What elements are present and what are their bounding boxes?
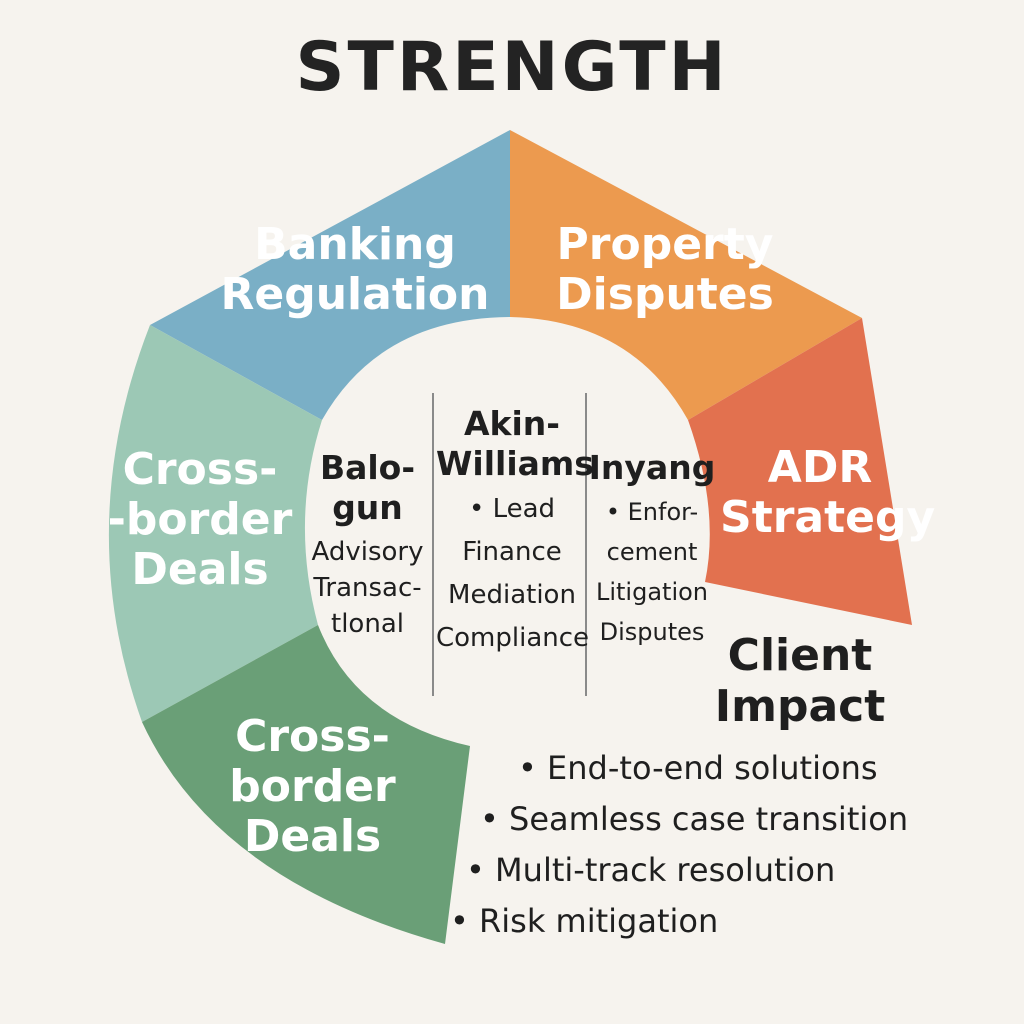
segment-banking-regulation bbox=[150, 130, 510, 420]
column-akin-williams: Akin- Williams • Lead Finance Mediation … bbox=[436, 404, 594, 660]
segment-cross-border-deals-lower bbox=[142, 625, 470, 944]
segment-label-property-disputes: Property Disputes bbox=[556, 219, 774, 320]
column-items: Advisory Transac- tlonal bbox=[311, 537, 424, 639]
column-name: Akin- Williams bbox=[436, 404, 594, 483]
segment-cross-border-deals-upper bbox=[108, 325, 322, 722]
segment-label-banking-regulation: Banking Regulation bbox=[220, 219, 490, 320]
diagram-title: STRENGTH bbox=[295, 28, 729, 107]
client-impact-title: Client Impact bbox=[714, 630, 886, 732]
column-balogun: Balo- gun Advisory Transac- tlonal bbox=[300, 448, 435, 642]
client-impact-bullet: • Seamless case transition bbox=[480, 800, 909, 838]
column-name: Balo- gun bbox=[319, 448, 416, 527]
segment-property-disputes bbox=[510, 130, 862, 420]
segment-label-adr-strategy: ADR Strategy bbox=[720, 442, 936, 543]
client-impact-bullet: • Risk mitigation bbox=[450, 902, 719, 940]
column-items: • Enfor- cement Litigation Disputes bbox=[595, 498, 709, 646]
client-impact-bullet: • Multi-track resolution bbox=[466, 851, 836, 889]
segment-label-cross-border-deals-lower: Cross- border Deals bbox=[229, 711, 396, 862]
column-inyang: Inyang • Enfor- cement Litigation Disput… bbox=[588, 448, 716, 652]
segment-label-cross-border-deals-upper: Cross- -border Deals bbox=[107, 444, 293, 595]
segment-adr-strategy bbox=[688, 318, 912, 625]
client-impact-bullet: • End-to-end solutions bbox=[518, 749, 878, 787]
column-name: Inyang bbox=[588, 448, 716, 487]
column-items: • Lead Finance Mediation Compliance bbox=[436, 494, 590, 653]
